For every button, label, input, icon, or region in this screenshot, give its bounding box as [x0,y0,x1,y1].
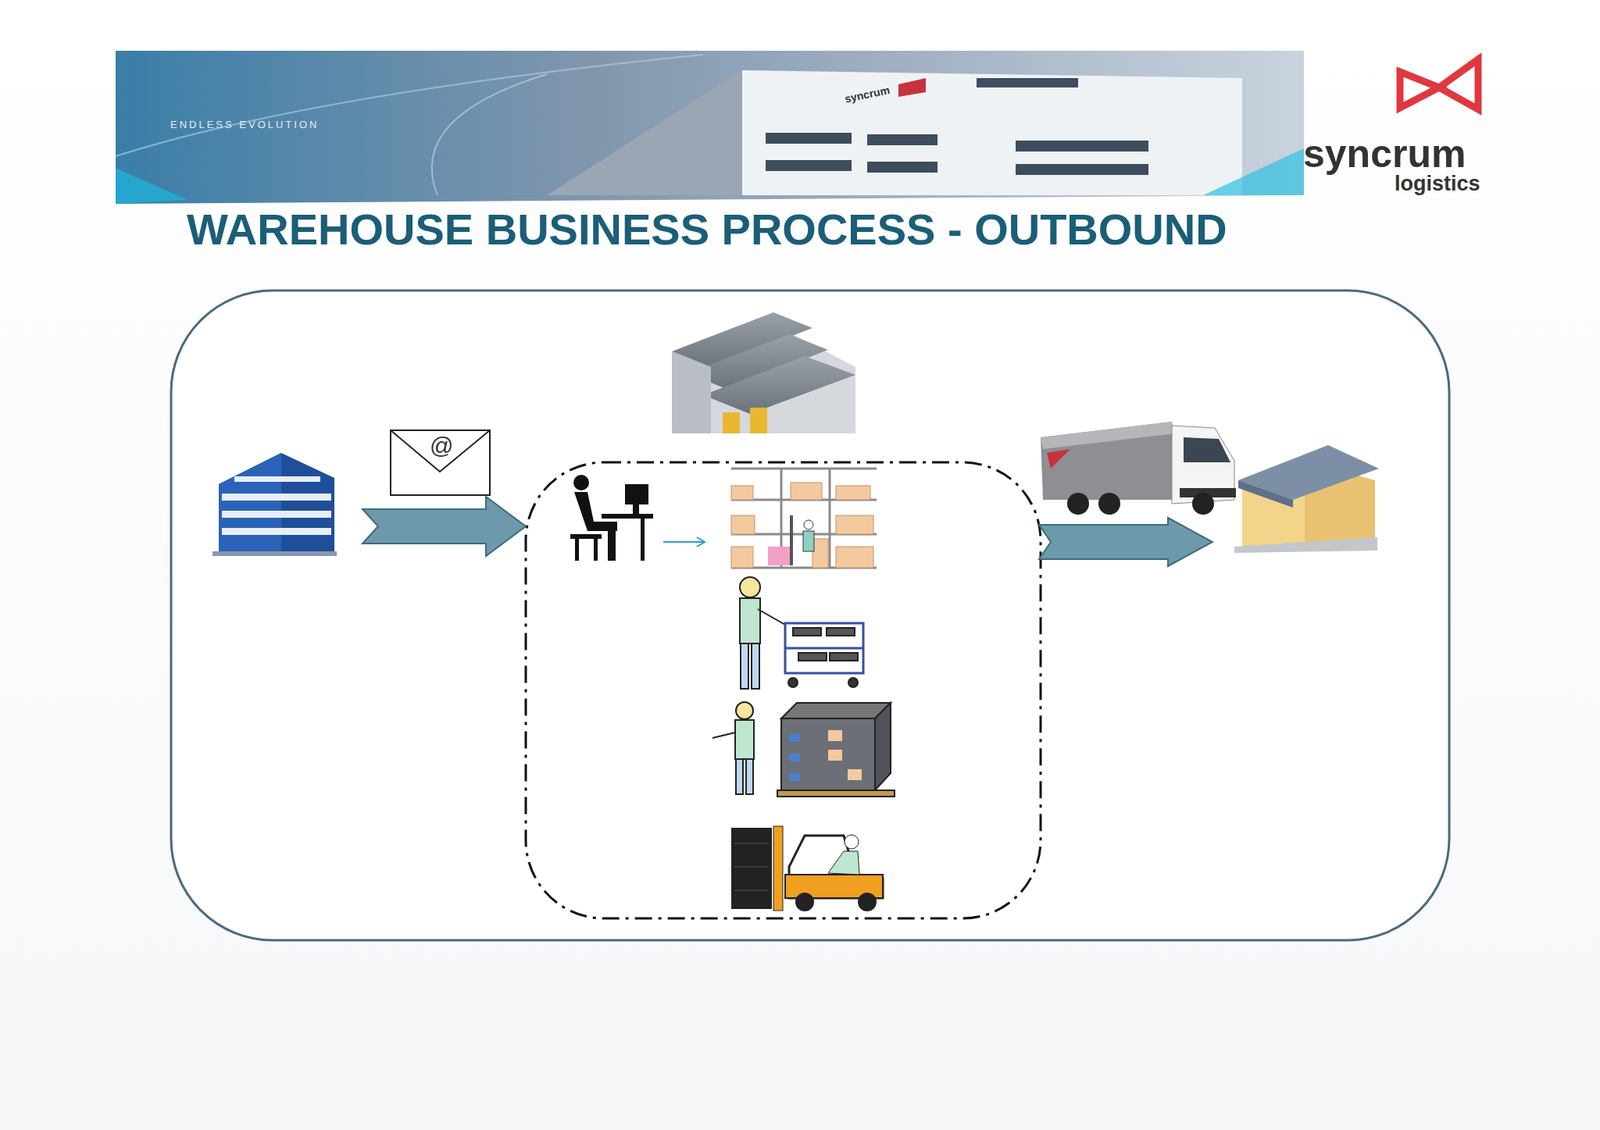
picker-worker [739,577,864,690]
warehouse-boundary [525,462,1041,919]
email-symbol: @ [429,434,454,458]
packing-worker [712,702,895,797]
office-building [212,453,337,557]
logo-name: syncrum [1303,134,1466,174]
logo-mark [1400,59,1479,110]
computer-operator [570,475,654,561]
email-envelope [390,430,490,496]
storage-rack [731,468,877,568]
warehouse-icon [671,312,856,434]
customer-warehouse [1234,445,1379,554]
logo-tagline: logistics [1394,173,1481,195]
forklift [731,826,883,912]
header-banner [115,50,1304,204]
banner-slogan: ENDLESS EVOLUTION [170,119,319,130]
slide-title: WAREHOUSE BUSINESS PROCESS - OUTBOUND [186,207,1228,252]
delivery-truck [1040,421,1236,515]
process-frame [171,290,1450,941]
